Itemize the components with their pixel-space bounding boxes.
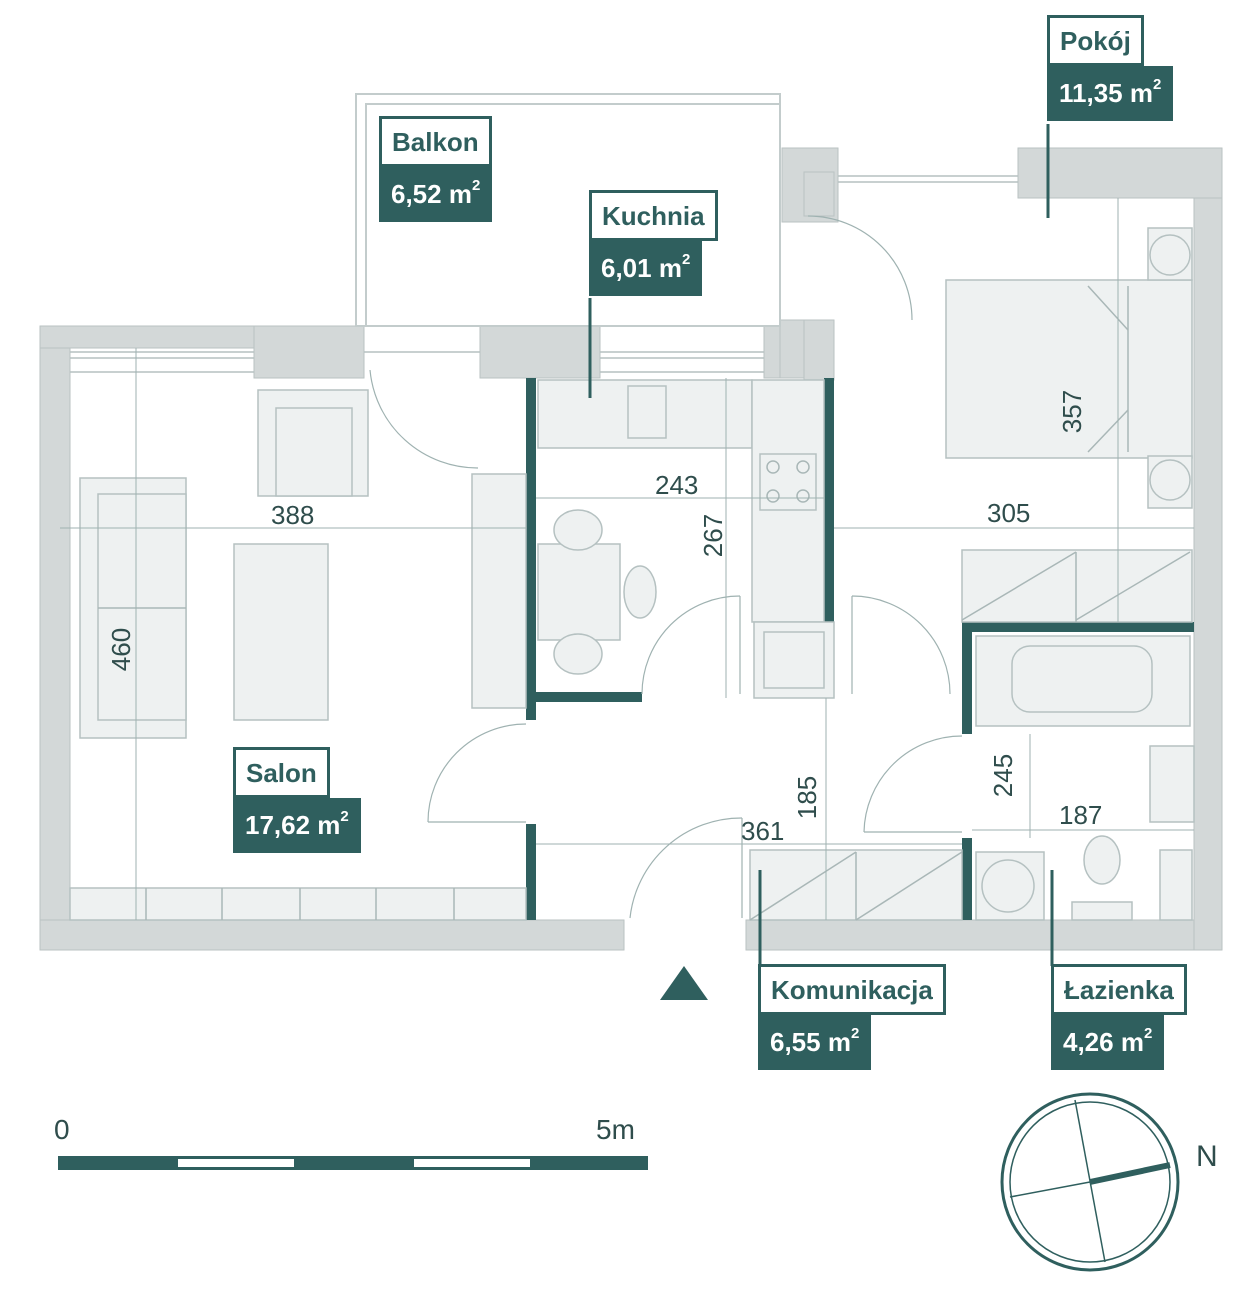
room-area: 4,26 m2: [1051, 1015, 1165, 1070]
room-label-komunikacja: Komunikacja 6,55 m2: [758, 964, 946, 1070]
dimension-bath-height: 245: [988, 753, 1019, 798]
entrance-arrow-icon: [660, 966, 708, 1000]
room-name: Balkon: [379, 116, 492, 167]
dimension-hall-width: 361: [741, 816, 785, 846]
compass-icon: [1000, 1092, 1180, 1272]
room-area: 11,35 m2: [1047, 66, 1174, 121]
dimension-salon-height: 460: [106, 627, 137, 672]
dimension-kitchen-height: 267: [698, 513, 729, 558]
room-name: Kuchnia: [589, 190, 718, 241]
room-label-balkon: Balkon 6,52 m2: [379, 116, 493, 222]
dimension-kitchen-width: 243: [655, 470, 699, 500]
room-label-kuchnia: Kuchnia 6,01 m2: [589, 190, 718, 296]
compass-north-label: N: [1196, 1140, 1218, 1173]
room-area: 17,62 m2: [233, 798, 361, 853]
room-area: 6,55 m2: [758, 1015, 872, 1070]
dimension-bath-width: 187: [1059, 800, 1103, 830]
room-name: Komunikacja: [758, 964, 946, 1015]
room-area: 6,52 m2: [379, 167, 493, 222]
dimension-salon-width: 388: [271, 500, 315, 530]
room-name: Salon: [233, 747, 330, 798]
scale-end: 5m: [596, 1114, 635, 1145]
room-name: Pokój: [1047, 15, 1144, 66]
dimension-room-height: 357: [1057, 389, 1088, 434]
room-area: 6,01 m2: [589, 241, 703, 296]
room-name: Łazienka: [1051, 964, 1187, 1015]
scale-bar: [58, 1156, 648, 1170]
dimension-room-width: 305: [987, 498, 1031, 528]
room-label-lazienka: Łazienka 4,26 m2: [1051, 964, 1187, 1070]
scale-start: 0: [54, 1114, 70, 1145]
dimension-hall-height: 185: [792, 775, 823, 820]
room-label-salon: Salon 17,62 m2: [233, 747, 361, 853]
room-label-pokoj: Pokój 11,35 m2: [1047, 15, 1174, 121]
